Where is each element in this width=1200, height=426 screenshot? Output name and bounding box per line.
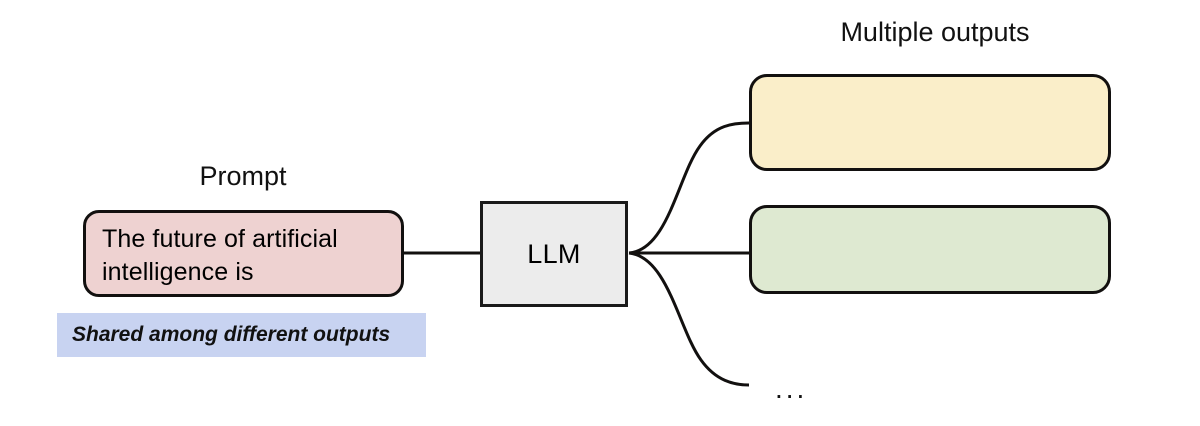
llm-label: LLM (527, 238, 581, 269)
more-outputs-ellipsis: ... (775, 373, 808, 404)
prompt-box[interactable]: The future of artificial intelligence is (83, 210, 404, 297)
edge-model-to-ellipsis (628, 251, 750, 387)
shared-note-text: Shared among different outputs (72, 323, 391, 346)
edge-model-to-output-1 (628, 121, 750, 255)
prompt-title: Prompt (199, 161, 287, 191)
shared-note-band: Shared among different outputs (57, 313, 426, 357)
prompt-text: The future of artificial intelligence is (102, 225, 338, 287)
llm-node[interactable]: LLM (480, 201, 628, 307)
outputs-title: Multiple outputs (840, 17, 1030, 47)
output-box-1[interactable] (749, 74, 1111, 171)
output-box-2[interactable] (749, 205, 1111, 294)
